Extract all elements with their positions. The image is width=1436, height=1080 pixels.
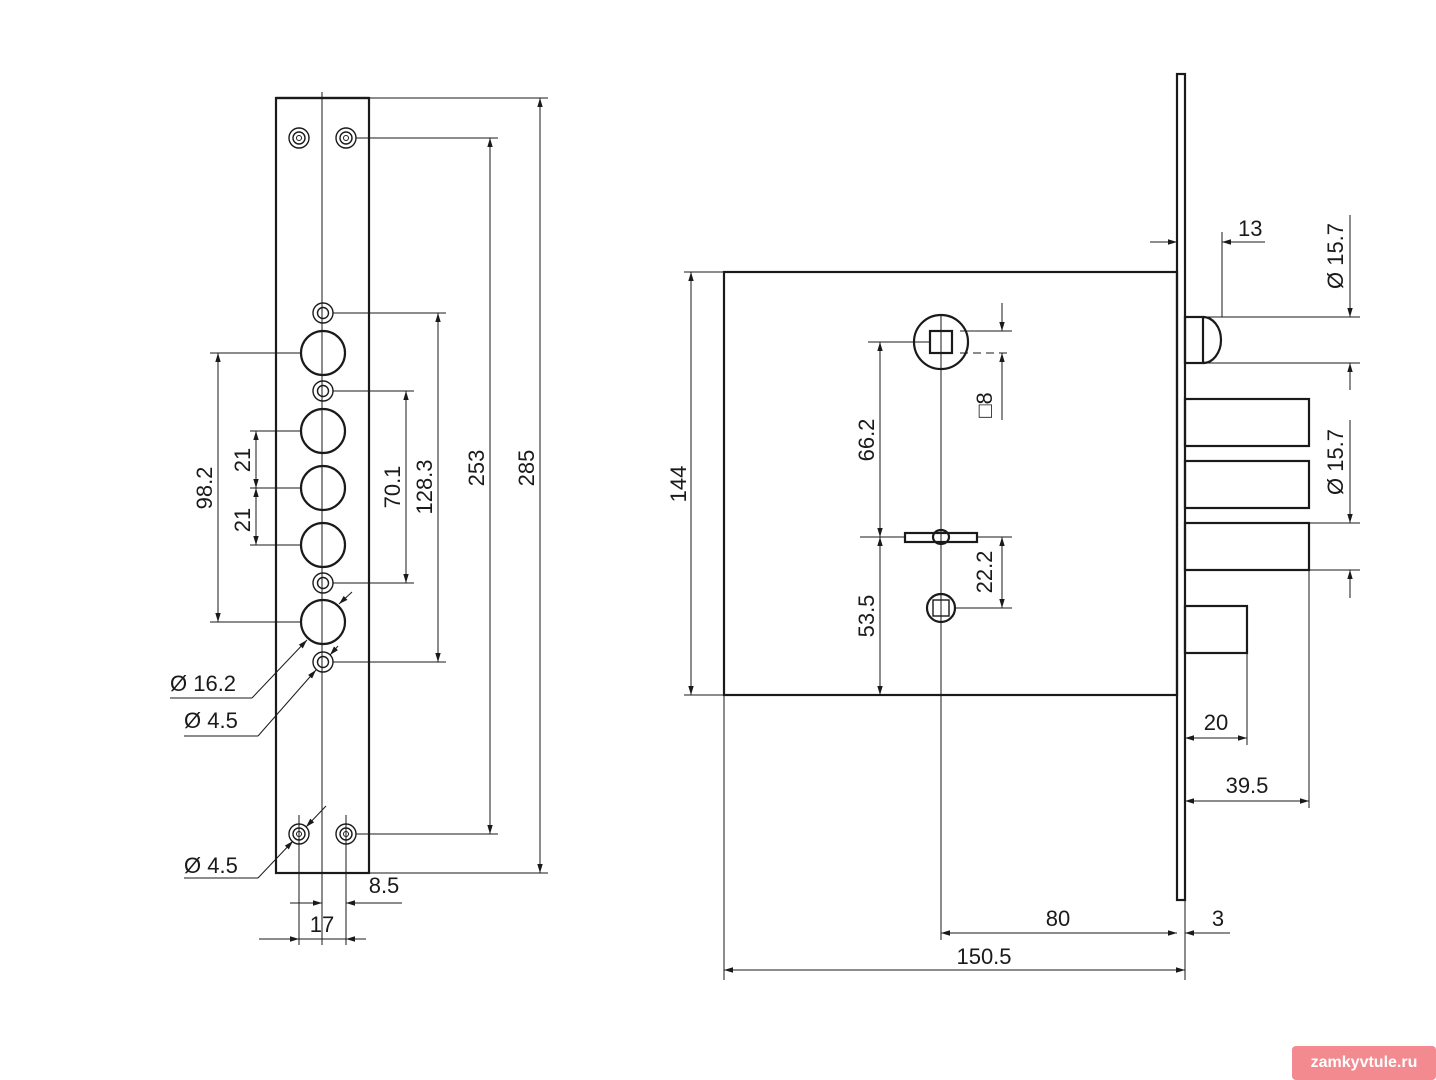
dim-square-8: □8 bbox=[972, 392, 997, 418]
screw-hole bbox=[288, 823, 310, 845]
small-hole bbox=[312, 572, 334, 594]
dim-13: 13 bbox=[1238, 216, 1262, 241]
bolt-hole bbox=[299, 521, 347, 569]
dim-21: 21 bbox=[230, 448, 255, 472]
dim-98-2: 98.2 bbox=[192, 467, 217, 510]
bolt-hole bbox=[299, 329, 347, 377]
bolt-hole bbox=[299, 464, 347, 512]
dim-20: 20 bbox=[1204, 710, 1228, 735]
dead-bolt bbox=[1183, 397, 1311, 448]
dim-66-2: 66.2 bbox=[854, 419, 879, 462]
dim-39-5: 39.5 bbox=[1226, 773, 1269, 798]
faceplate-side bbox=[1175, 72, 1187, 902]
dim-dia-16-2: Ø 16.2 bbox=[170, 671, 236, 696]
small-hole bbox=[312, 302, 334, 324]
dim-8-5: 8.5 bbox=[369, 873, 400, 898]
dim-144: 144 bbox=[666, 466, 691, 503]
dim-80: 80 bbox=[1046, 906, 1070, 931]
dim-53-5: 53.5 bbox=[854, 595, 879, 638]
dim-dia-15-7: Ø 15.7 bbox=[1323, 223, 1348, 289]
lock-case bbox=[722, 270, 1179, 697]
bolt-hole bbox=[299, 598, 347, 646]
faceplate-view: 285 253 128.3 70.1 98.2 21 21 Ø 16.2 bbox=[170, 92, 548, 945]
dim-3: 3 bbox=[1212, 906, 1224, 931]
small-hole bbox=[312, 380, 334, 402]
dim-21: 21 bbox=[230, 508, 255, 532]
dim-150-5: 150.5 bbox=[956, 944, 1011, 969]
lock-body-view: □8 144 66.2 53.5 22.2 bbox=[666, 72, 1360, 980]
dim-17: 17 bbox=[310, 912, 334, 937]
screw-hole bbox=[335, 127, 357, 149]
night-latch bbox=[1183, 604, 1249, 655]
dim-70-1: 70.1 bbox=[380, 466, 405, 509]
dim-285: 285 bbox=[514, 450, 539, 487]
dim-dia-4-5: Ø 4.5 bbox=[184, 853, 238, 878]
dim-dia-15-7: Ø 15.7 bbox=[1323, 429, 1348, 495]
dim-22-2: 22.2 bbox=[972, 551, 997, 594]
bolt-hole bbox=[299, 407, 347, 455]
dim-dia-4-5: Ø 4.5 bbox=[184, 708, 238, 733]
watermark: zamkyvtule.ru bbox=[1292, 1046, 1436, 1080]
dim-128-3: 128.3 bbox=[412, 459, 437, 514]
latch bbox=[1183, 315, 1205, 365]
screw-hole bbox=[288, 127, 310, 149]
dead-bolt bbox=[1183, 459, 1311, 510]
dim-253: 253 bbox=[464, 450, 489, 487]
dead-bolt bbox=[1183, 521, 1311, 572]
